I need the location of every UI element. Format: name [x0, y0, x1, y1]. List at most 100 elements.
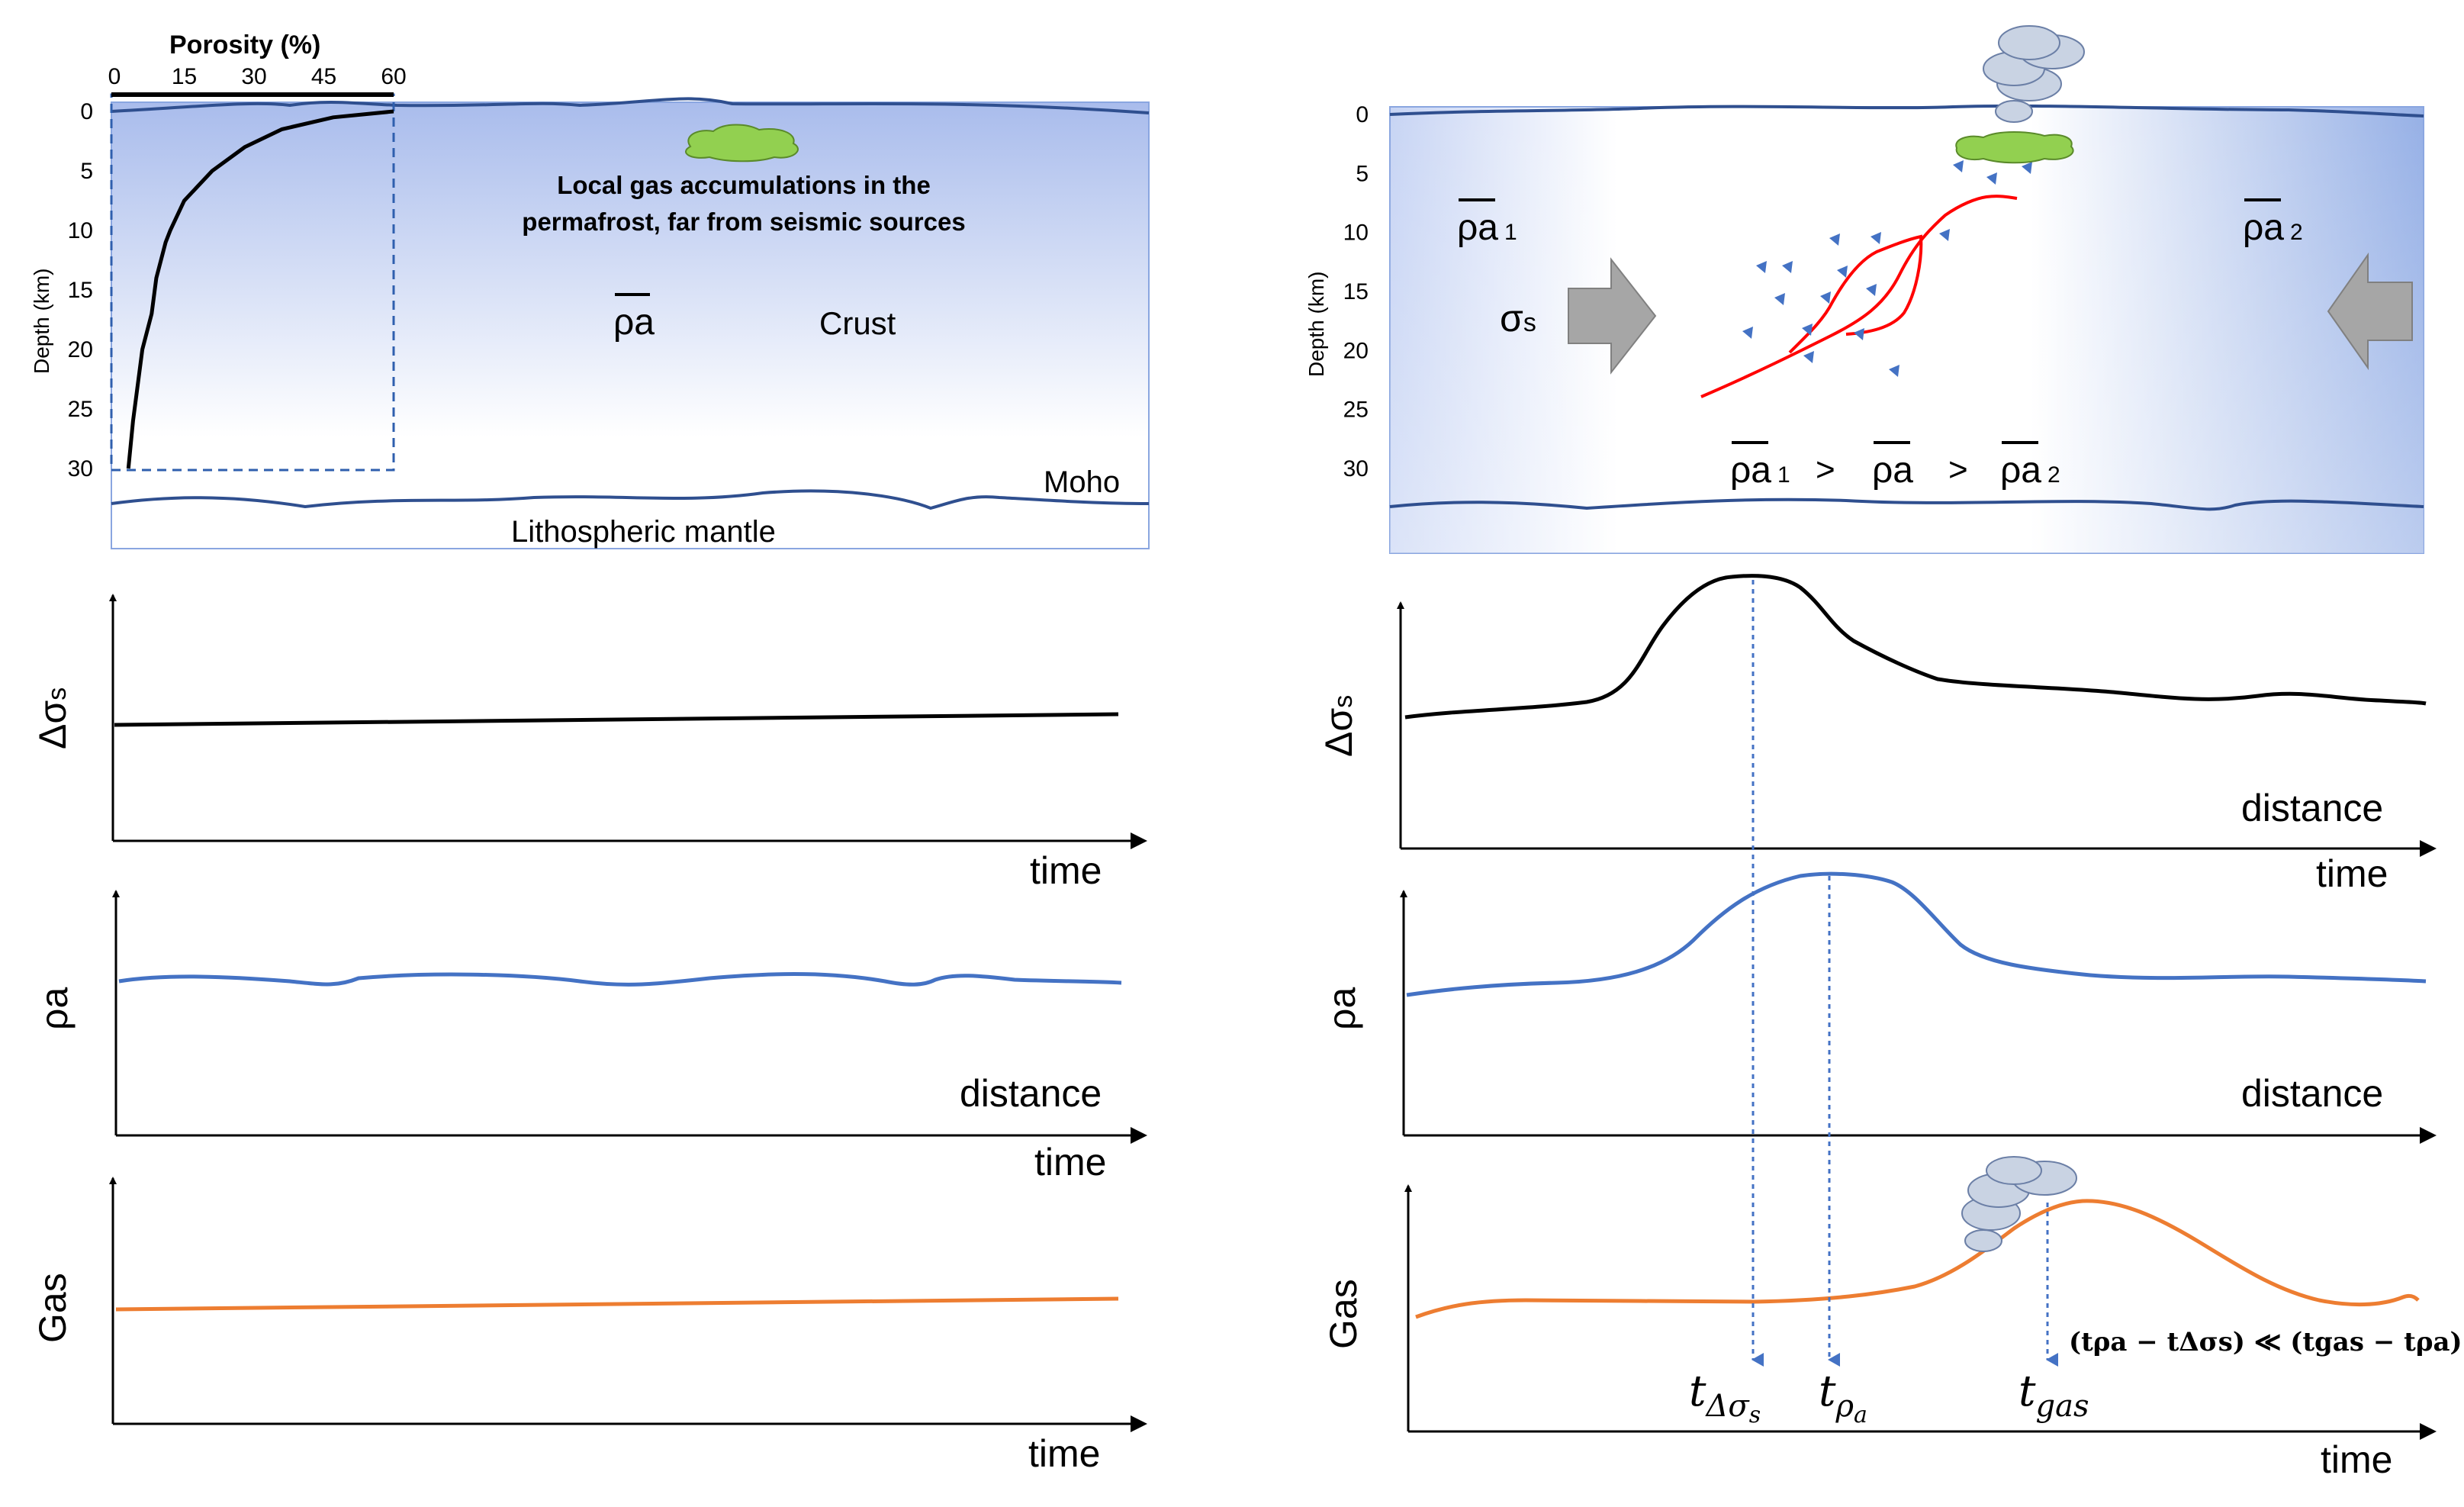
right-stress-ylabel: Δσs: [1317, 695, 1360, 757]
left-depth-tick-label: 20: [68, 337, 93, 362]
right-depth-tick-label: 20: [1343, 338, 1369, 363]
fluid-arrow: [1871, 232, 1881, 244]
rho2-sub: 2: [2290, 220, 2303, 245]
right-gas-accumulation: [1955, 131, 2074, 164]
fault-line-main: [1700, 195, 2018, 398]
t-sigma-subsub: s: [1749, 1402, 1761, 1428]
fluid-arrow: [1837, 266, 1848, 278]
left-depth-tick-label: 0: [80, 99, 93, 124]
left-mantle-fill: [112, 504, 1148, 548]
ineq-a-base: ρa: [1730, 450, 1771, 491]
right-gas-xlabel: time: [2321, 1438, 2392, 1481]
rho1-sub: 1: [1504, 220, 1517, 245]
right-stress-ylabel-base: Δσ: [1317, 708, 1360, 757]
fluid-arrow: [1820, 291, 1831, 304]
t-gas-t: t: [2018, 1367, 2036, 1416]
rho2-base: ρa: [2243, 208, 2284, 248]
left-stress-xlabel: time: [1030, 849, 1102, 892]
right-plot-gas: Gas time: [1322, 1156, 2437, 1481]
left-gas-ylabel: Gas: [31, 1273, 74, 1343]
t-gas-label: tgas: [2018, 1367, 2089, 1424]
porosity-tick-label: 45: [311, 64, 336, 89]
cloud-puff: [1998, 25, 2060, 60]
fluid-arrow: [1986, 172, 1997, 185]
fluid-migration-arrows: [1742, 160, 2032, 377]
moho-label: Moho: [1044, 465, 1120, 499]
left-gas-curve: [115, 1296, 1119, 1312]
left-crust-panel: Moho Lithospheric mantle 0 15 30 45 60 Poros…: [30, 31, 1150, 549]
cloud-puff: [1964, 1229, 2002, 1252]
t-gas-sub: gas: [2036, 1389, 2089, 1424]
porosity-axis-title: Porosity (%): [169, 31, 320, 60]
left-plot-gas: Gas time: [31, 1177, 1147, 1475]
right-plot-rho: ρa distance: [1320, 871, 2437, 1144]
gas-note-line1: Local gas accumulations in the: [557, 171, 931, 199]
right-crust-fade: [1390, 107, 2424, 553]
right-surface-line: [1389, 104, 2424, 118]
fluid-arrow: [1889, 365, 1899, 377]
time-relation: (tρa − tΔσs) ≪ (tgas − tρa): [2069, 1327, 2462, 1357]
cloud-puff: [1986, 1156, 2042, 1185]
gas-note-line2: permafrost, far from seismic sources: [522, 208, 965, 236]
ineq-gt1: >: [1816, 451, 1835, 488]
porosity-tick-label: 60: [381, 64, 406, 89]
fluid-arrow: [1803, 351, 1814, 363]
right-depth-tick-label: 10: [1343, 221, 1369, 246]
left-rho-xlabel2: distance: [960, 1072, 1102, 1115]
left-depth-tick-label: 30: [68, 456, 93, 481]
left-depth-tick-label: 25: [68, 397, 93, 422]
left-gas-accumulation: [685, 124, 799, 163]
compression-arrow-right: [2327, 252, 2413, 371]
ineq-gt2: >: [1948, 451, 1968, 488]
ineq-c-sub: 2: [2047, 462, 2060, 488]
t-sigma-t: t: [1689, 1367, 1706, 1416]
right-rho-curve: [1406, 871, 2427, 997]
fault-line-branch: [1788, 234, 1923, 354]
right-depth-axis-title: Depth (km): [1304, 272, 1328, 377]
t-rho-label: tρa: [1819, 1367, 1867, 1428]
right-rho-xlabel2: distance: [2241, 1072, 2383, 1115]
left-stress-ylabel: Δσs: [31, 687, 74, 749]
left-rho-curve: [118, 972, 1122, 987]
sigma-base: σ: [1500, 297, 1523, 340]
left-plot-rho: ρa distance time: [33, 890, 1147, 1183]
time-markers: tΔσs tρa tgas (tρa − tΔσs) ≪ (tgas − tρa…: [1689, 580, 2462, 1428]
left-depth-axis-title: Depth (km): [30, 269, 53, 374]
right-stress-xlabel2: distance: [2241, 787, 2383, 829]
right-depth-tick-label: 0: [1356, 102, 1369, 127]
porosity-curve: [126, 109, 394, 469]
gas-cloud-icon: [1961, 1156, 2077, 1252]
right-depth-tick-label: 25: [1343, 398, 1369, 423]
right-rho-ylabel: ρa: [1320, 987, 1363, 1030]
porosity-tick-label: 15: [172, 64, 197, 89]
sigma-s-label: σs: [1500, 297, 1536, 340]
right-gas-curve: [1415, 1199, 2420, 1319]
right-gas-ylabel: Gas: [1322, 1279, 1365, 1349]
fluid-arrow: [1939, 229, 1950, 241]
right-depth-tick-label: 15: [1343, 279, 1369, 304]
fluid-arrow: [1953, 160, 1964, 172]
left-stress-curve: [114, 712, 1119, 727]
right-stress-curve: [1404, 574, 2427, 720]
lithospheric-mantle-label: Lithospheric mantle: [511, 515, 776, 549]
t-rho-sub: ρ: [1835, 1389, 1854, 1424]
left-stress-ylabel-base: Δσ: [31, 700, 74, 749]
fluid-arrow: [1774, 293, 1785, 305]
porosity-tick-label: 0: [108, 64, 121, 89]
right-moho-line: [1389, 498, 2424, 511]
left-rho-ylabel: ρa: [33, 987, 76, 1030]
t-rho-t: t: [1819, 1367, 1836, 1416]
fluid-arrow: [2022, 162, 2032, 174]
fluid-arrow: [1782, 261, 1793, 273]
crust-label: Crust: [819, 305, 896, 341]
left-rho-xlabel: time: [1034, 1141, 1106, 1183]
right-depth-tick-label: 5: [1356, 161, 1369, 186]
